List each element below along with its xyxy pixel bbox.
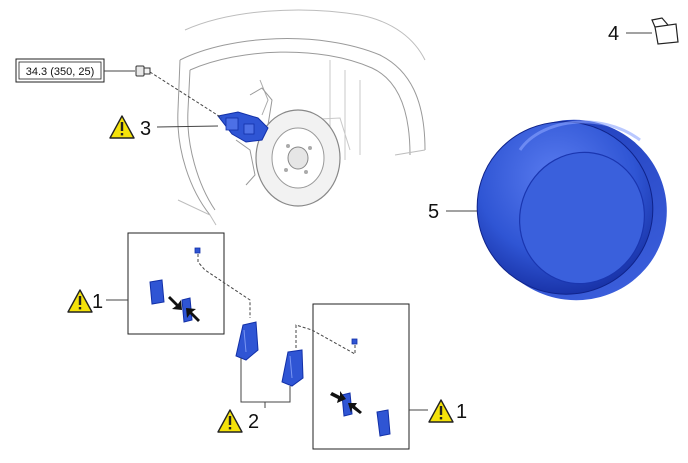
caliper-bolt-icon bbox=[135, 65, 151, 77]
suspension-knuckle-illustration bbox=[235, 87, 273, 186]
torque-spec-box: 34.3 (350, 25) bbox=[15, 58, 105, 83]
warning-icon bbox=[109, 115, 135, 139]
callout-1-left: 1 bbox=[92, 291, 103, 313]
grease-container-icon bbox=[651, 17, 679, 45]
detail-box-right bbox=[312, 303, 410, 450]
warning-icon bbox=[67, 289, 93, 313]
wear-indicator-icon bbox=[351, 338, 358, 345]
brake-pad-inner bbox=[281, 349, 304, 387]
arrow-icon bbox=[186, 308, 200, 322]
torque-spec-text: 34.3 (350, 25) bbox=[26, 66, 95, 78]
detail-box-left bbox=[127, 232, 225, 335]
callout-2: 2 bbox=[248, 411, 259, 433]
arrow-icon bbox=[330, 391, 346, 403]
arrow-icon bbox=[348, 403, 362, 414]
anti-squeal-shim-icon bbox=[376, 409, 391, 437]
callout-4: 4 bbox=[608, 23, 619, 45]
warning-icon bbox=[217, 409, 243, 433]
brake-caliper-assembly bbox=[217, 111, 269, 143]
vehicle-wheel-well-illustration bbox=[177, 9, 426, 226]
brake-pad-outer bbox=[235, 321, 259, 361]
arrow-icon bbox=[168, 296, 182, 310]
anti-squeal-shim-icon bbox=[149, 279, 165, 305]
brake-disc-rotor bbox=[255, 109, 341, 207]
callout-5: 5 bbox=[428, 201, 439, 223]
callout-3: 3 bbox=[140, 118, 151, 140]
spare-tire-wheel bbox=[476, 119, 667, 301]
warning-icon bbox=[428, 399, 454, 423]
wear-indicator-icon bbox=[194, 247, 201, 254]
callout-1-right: 1 bbox=[456, 401, 467, 423]
